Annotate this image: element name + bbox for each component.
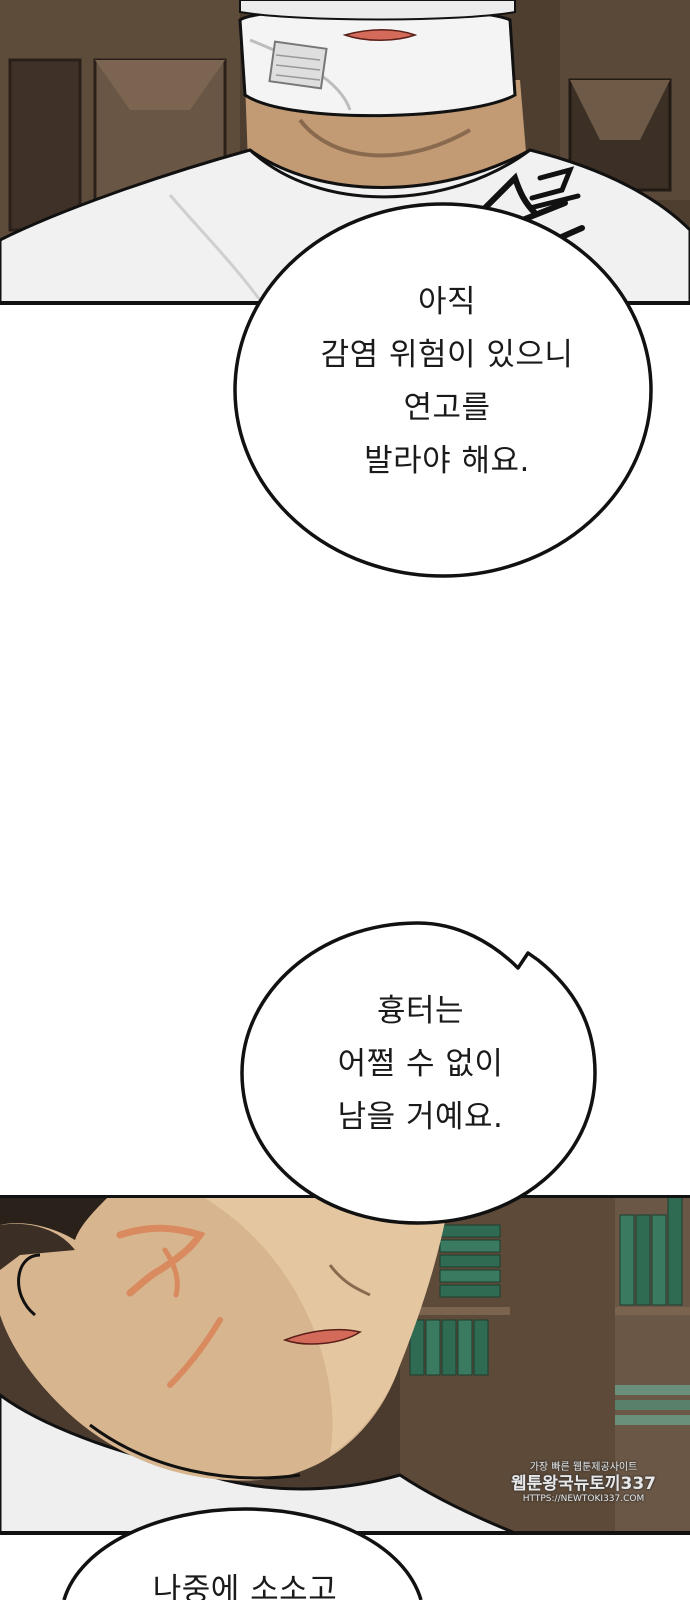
- speech-bubble-3-text: 나중에 소소고: [90, 1568, 400, 1600]
- watermark-line-3: HTTPS://NEWTOKI337.COM: [522, 1494, 645, 1504]
- bubble-3-line-1: 나중에 소소고: [152, 1572, 338, 1600]
- speech-bubble-2-text: 흉터는 어쩔 수 없이 남을 거예요.: [258, 985, 583, 1144]
- speech-bubble-1: [233, 202, 653, 578]
- bubble-1-line-2: 감염 위험이 있으니: [320, 337, 574, 373]
- speech-bubble-2: [240, 921, 597, 1225]
- bubble-1-line-3: 연고를: [403, 390, 491, 426]
- bubble-1-line-1: 아직: [417, 284, 477, 320]
- bubble-1-line-4: 발라야 해요.: [364, 443, 530, 479]
- site-watermark: 가장 빠른 웹툰제공사이트 웹툰왕국뉴토끼337 HTTPS://NEWTOKI…: [511, 1462, 656, 1505]
- speech-bubble-3: [62, 1507, 423, 1600]
- bookshelf-books: [400, 1195, 690, 1425]
- bubble-2-line-1: 흉터는: [376, 993, 465, 1029]
- watermark-line-2: 웹툰왕국뉴토끼337: [511, 1474, 656, 1494]
- scarred-man-illustration: [0, 1195, 690, 1535]
- watermark-line-1: 가장 빠른 웹툰제공사이트: [529, 1462, 638, 1473]
- bubble-2-line-2: 어쩔 수 없이: [337, 1046, 504, 1082]
- bubble-2-line-3: 남을 거예요.: [337, 1099, 504, 1135]
- bottom-comic-panel: 가장 빠른 웹툰제공사이트 웹툰왕국뉴토끼337 HTTPS://NEWTOKI…: [0, 1195, 690, 1535]
- speech-bubble-1-text: 아직 감염 위험이 있으니 연고를 발라야 해요.: [262, 276, 632, 488]
